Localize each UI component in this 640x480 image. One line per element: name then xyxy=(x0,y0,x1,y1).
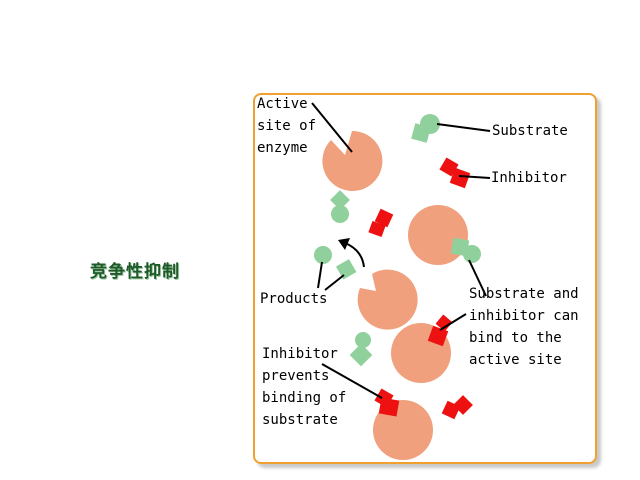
inhibitor-bound xyxy=(427,314,453,347)
inhibitor-molecule-lower xyxy=(441,395,473,420)
inhibitor-molecule-top xyxy=(439,157,471,189)
substrate-molecule-left xyxy=(330,190,350,223)
substrate-molecule-lower xyxy=(349,332,373,367)
label-active-site: Active site of enzyme xyxy=(257,96,317,156)
products xyxy=(314,246,357,280)
label-inhibitor-prevents: Inhibitor prevents binding of substrate xyxy=(262,346,347,428)
diagram-side-title: 竞争性抑制 xyxy=(90,262,180,282)
label-products: Products xyxy=(260,291,328,307)
release-arrow-icon xyxy=(344,242,365,268)
label-inhibitor: Inhibitor xyxy=(491,170,567,186)
label-substrate-and-inhibitor: Substrate and inhibitor can bind to the … xyxy=(469,286,579,368)
substrate-molecule-top xyxy=(411,114,440,143)
leader-lines xyxy=(311,102,491,399)
enzyme-with-substrate xyxy=(408,205,468,265)
inhibitor-molecule-middle xyxy=(368,208,394,238)
enzyme-after-release xyxy=(357,269,418,330)
diagram-panel xyxy=(253,93,597,464)
inhibitor-blocking xyxy=(374,388,400,417)
label-substrate: Substrate xyxy=(492,123,568,139)
enzyme-blocked xyxy=(373,400,433,460)
substrate-bound xyxy=(450,237,481,263)
enzyme-empty-site xyxy=(322,130,383,191)
